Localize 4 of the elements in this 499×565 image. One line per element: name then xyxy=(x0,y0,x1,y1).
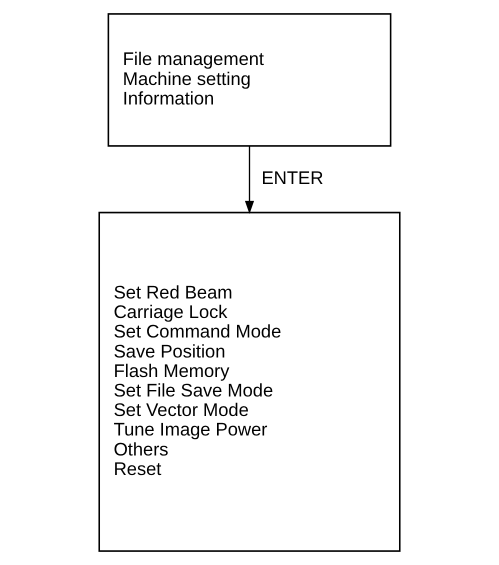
arrow xyxy=(244,146,254,214)
edge-label: ENTER xyxy=(261,167,324,188)
node-box: Set Red Beam Carriage Lock Set Command Mode Save Position Flash Memory Set File Save Mode Set Vector Mode Tune Image Power Others Reset xyxy=(98,212,401,552)
node-box: File management Machine setting Information xyxy=(108,13,392,147)
